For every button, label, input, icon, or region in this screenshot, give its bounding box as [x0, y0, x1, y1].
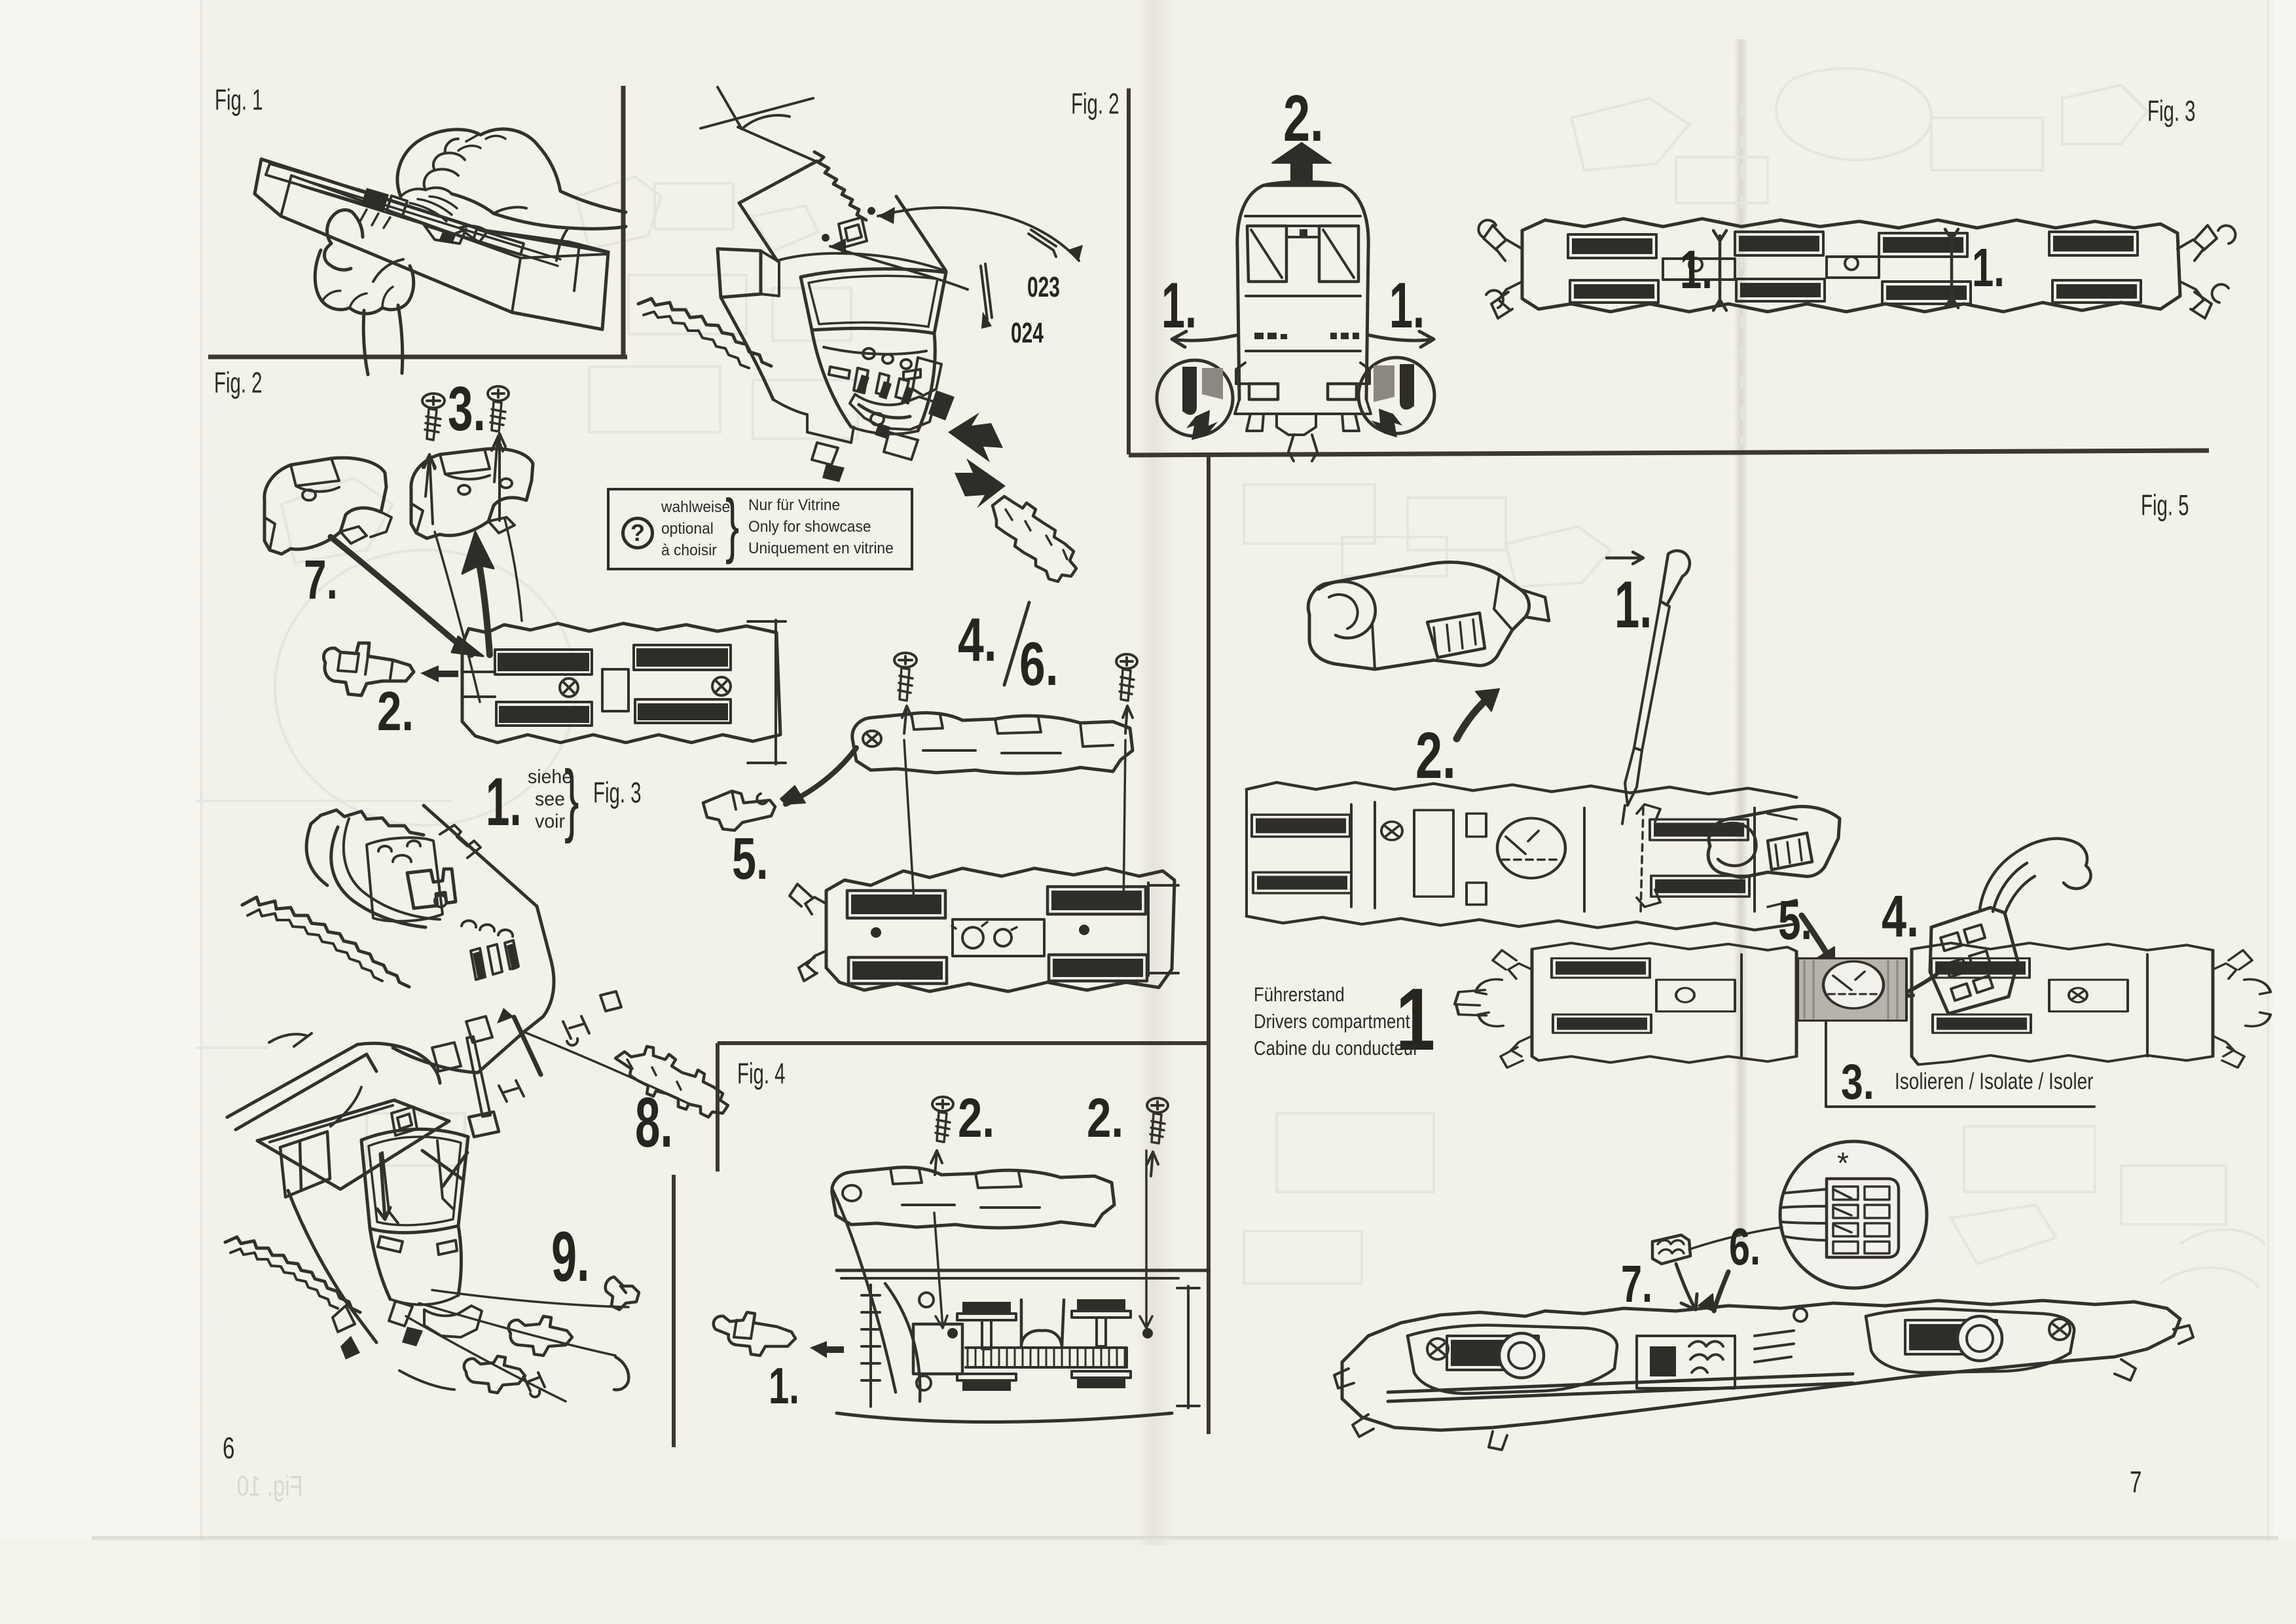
svg-text:*: * [1837, 1146, 1849, 1180]
